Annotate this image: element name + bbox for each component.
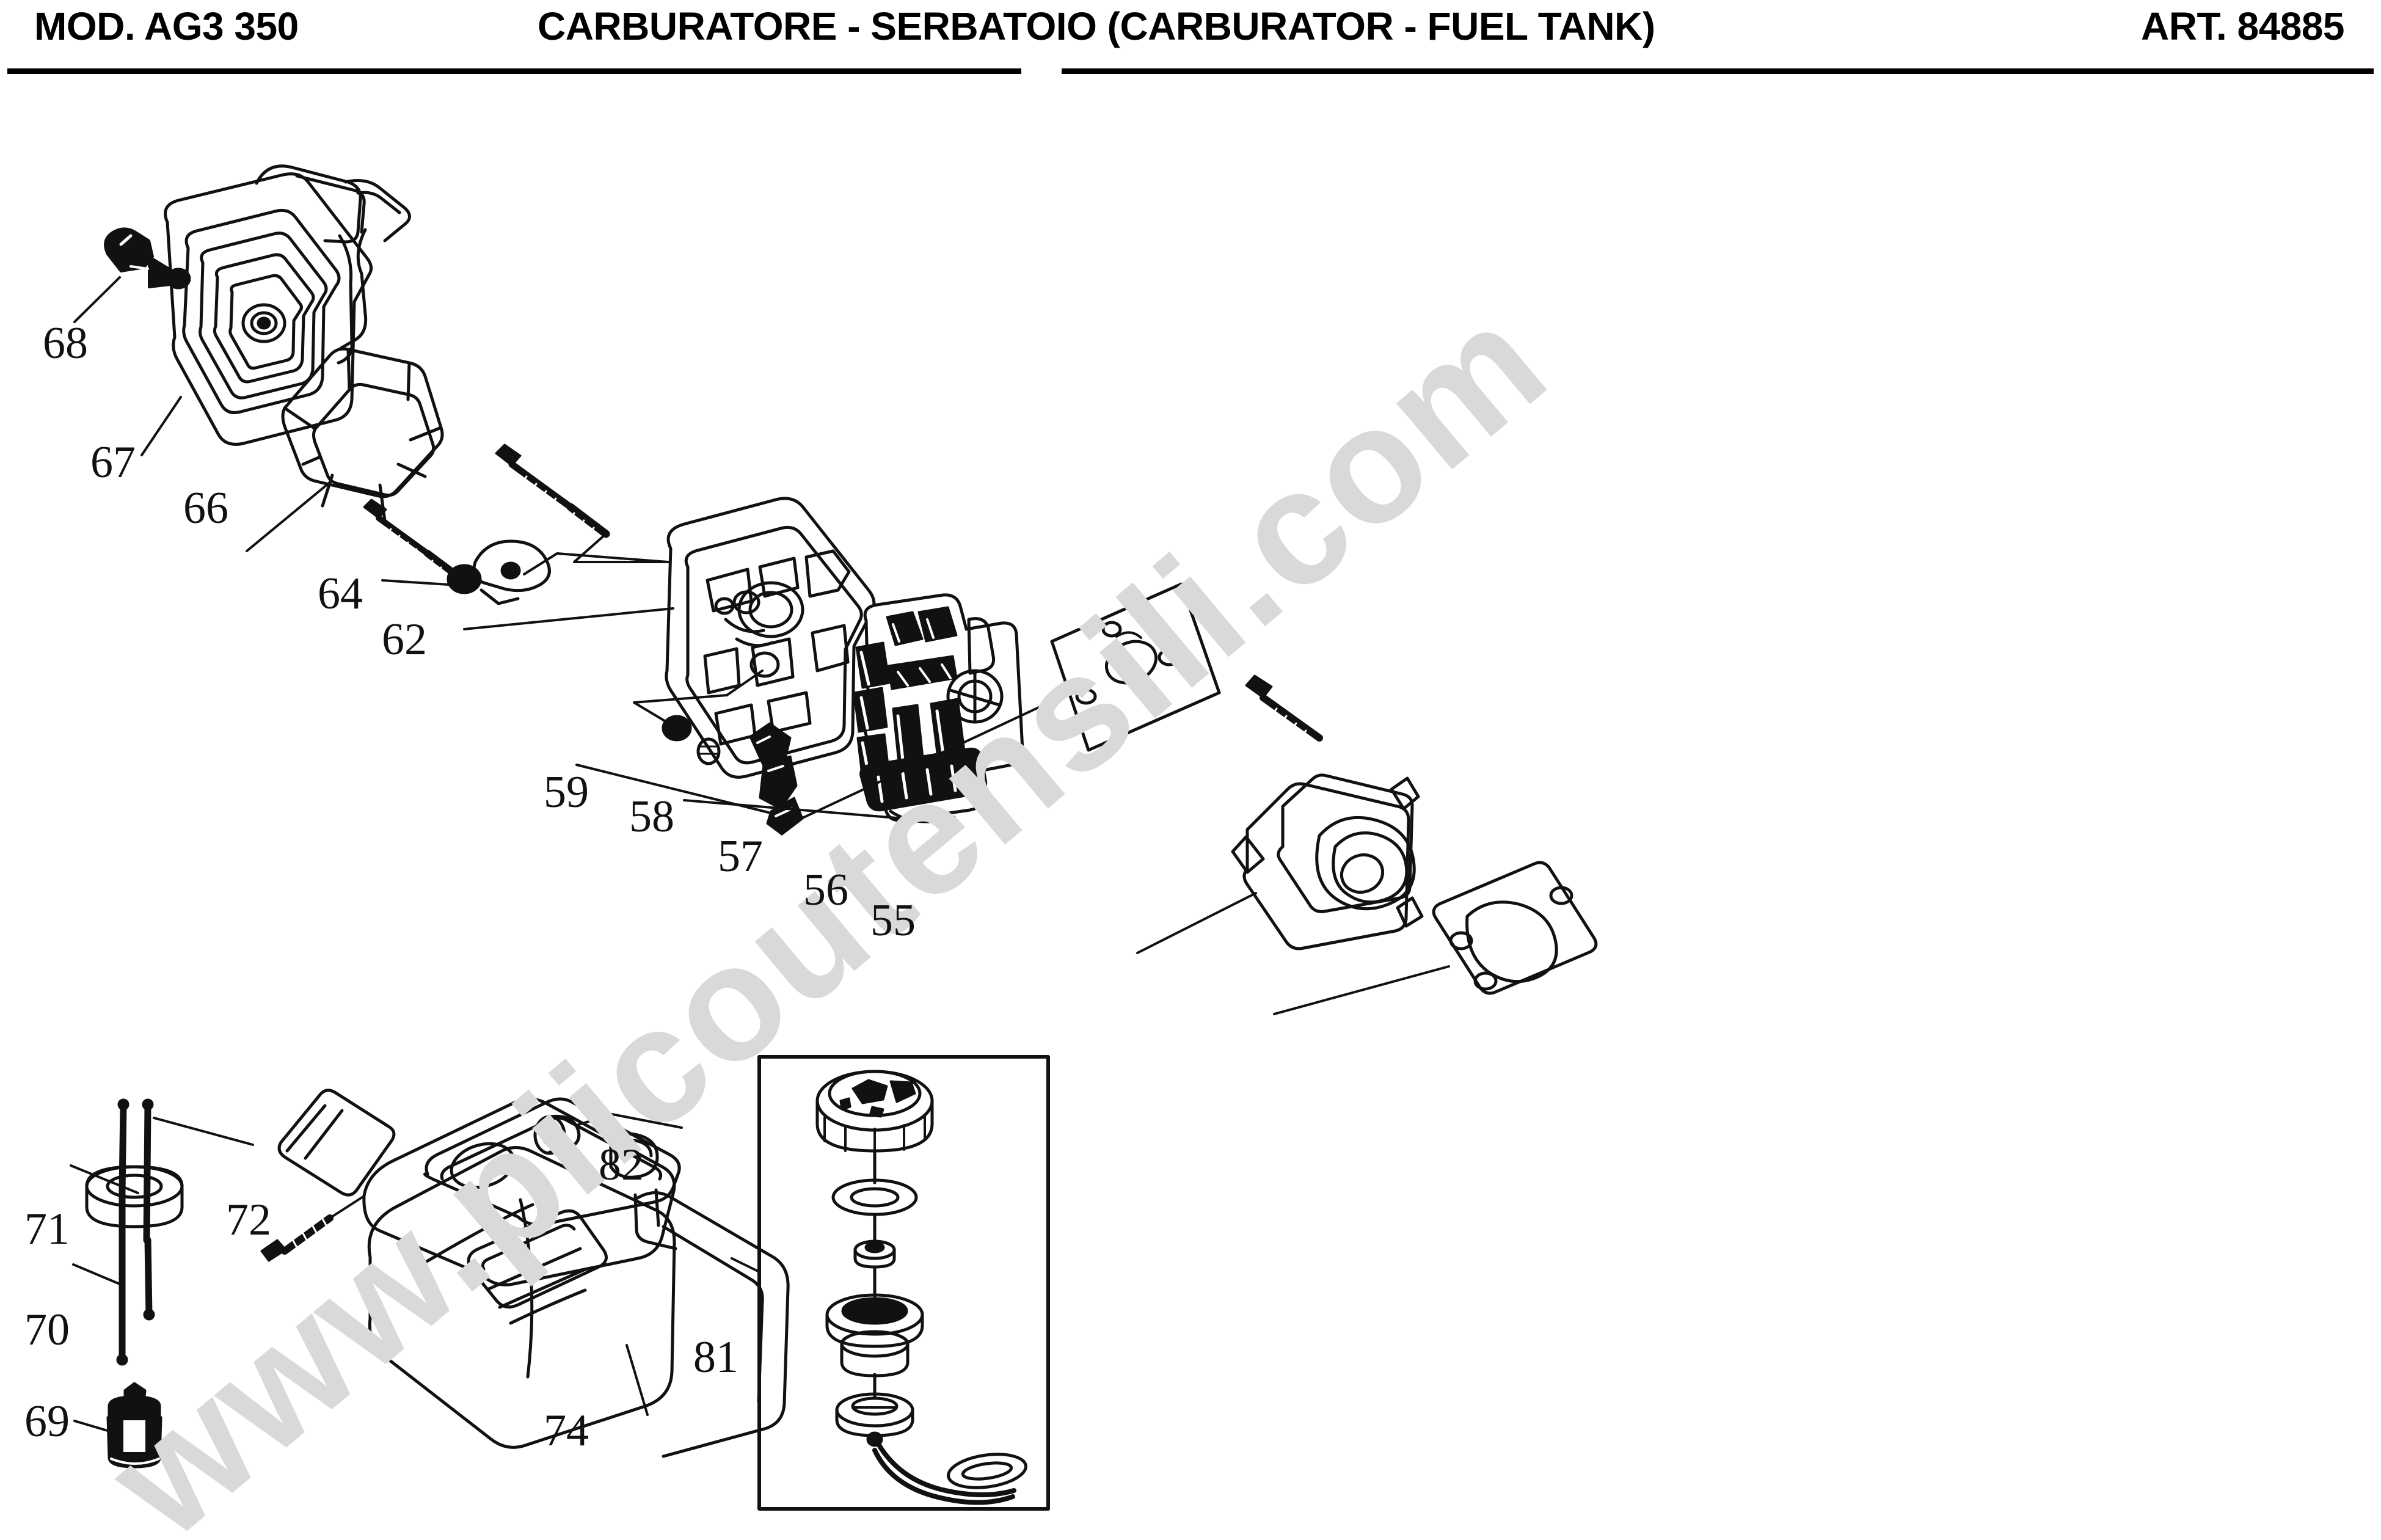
part-67-air-filter-cover bbox=[164, 164, 411, 446]
callout-74: 74 bbox=[544, 1406, 589, 1456]
callout-71: 71 bbox=[24, 1204, 70, 1254]
model-designation: MOD. AG3 350 bbox=[34, 4, 299, 48]
callout-70: 70 bbox=[24, 1305, 70, 1355]
callout-59: 59 bbox=[544, 767, 589, 817]
part-59-fuel-fitting bbox=[749, 722, 804, 836]
callout-64: 64 bbox=[318, 569, 363, 619]
callout-62: 62 bbox=[382, 615, 427, 665]
fuel-cap-oring bbox=[831, 1178, 918, 1216]
callout-82: 82 bbox=[599, 1140, 644, 1190]
header-rule-right bbox=[1062, 68, 2374, 74]
callout-55: 55 bbox=[870, 896, 916, 946]
callout-58: 58 bbox=[629, 792, 674, 842]
fuel-cap-tether bbox=[866, 1431, 1027, 1505]
part-74-fuel-tank bbox=[277, 1089, 790, 1458]
fuel-cap-valve bbox=[853, 1239, 896, 1269]
fuel-cap-retainer bbox=[825, 1293, 924, 1378]
part-66-air-filter-element bbox=[281, 347, 444, 522]
callout-67: 67 bbox=[90, 437, 136, 487]
part-58-carburetor bbox=[853, 593, 1024, 823]
page-title: CARBURATORE - SERBATOIO (CARBURATOR - FU… bbox=[538, 4, 1655, 48]
header-rule-left bbox=[7, 68, 1021, 74]
callout-56: 56 bbox=[803, 865, 848, 915]
callout-68: 68 bbox=[43, 318, 88, 368]
page-header: MOD. AG3 350 CARBURATORE - SERBATOIO (CA… bbox=[0, 0, 2381, 79]
part-57-carburetor-gasket bbox=[1050, 582, 1221, 752]
part-81-fuel-cap-stack bbox=[815, 1070, 1027, 1505]
part-82-tank-plug bbox=[533, 1113, 613, 1155]
part-64-screw-bracket bbox=[363, 498, 551, 605]
exploded-parts-diagram bbox=[0, 79, 2381, 1540]
part-55-intake-gasket bbox=[1432, 861, 1598, 995]
part-62-air-filter-base bbox=[665, 497, 876, 779]
part-tank-screw bbox=[260, 1214, 334, 1262]
inset-box-fuel-cap-assembly bbox=[757, 1055, 1050, 1511]
article-number: ART. 84885 bbox=[2141, 4, 2344, 48]
part-long-screw-top bbox=[495, 443, 610, 538]
part-68-cover-knob bbox=[104, 227, 191, 290]
callout-66: 66 bbox=[183, 483, 228, 533]
callout-57: 57 bbox=[718, 831, 763, 881]
fuel-cap-seal bbox=[835, 1392, 914, 1437]
fuel-cap bbox=[815, 1070, 934, 1155]
part-70-72-fuel-lines bbox=[85, 1098, 184, 1366]
part-56-intake-manifold bbox=[1231, 773, 1424, 951]
callout-69: 69 bbox=[24, 1396, 70, 1447]
part-intake-screw bbox=[1245, 674, 1323, 742]
callout-72: 72 bbox=[226, 1195, 271, 1245]
callout-81: 81 bbox=[693, 1332, 738, 1382]
part-69-fuel-filter bbox=[106, 1382, 162, 1469]
